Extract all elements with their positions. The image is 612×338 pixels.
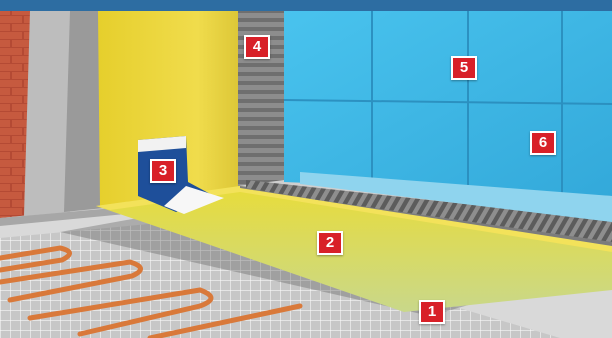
marker-2: 2 bbox=[317, 231, 343, 255]
marker-6: 6 bbox=[530, 131, 556, 155]
marker-5: 5 bbox=[451, 56, 477, 80]
marker-1: 1 bbox=[419, 300, 445, 324]
marker-3: 3 bbox=[150, 159, 176, 183]
marker-4: 4 bbox=[244, 35, 270, 59]
header-bar bbox=[0, 0, 612, 11]
